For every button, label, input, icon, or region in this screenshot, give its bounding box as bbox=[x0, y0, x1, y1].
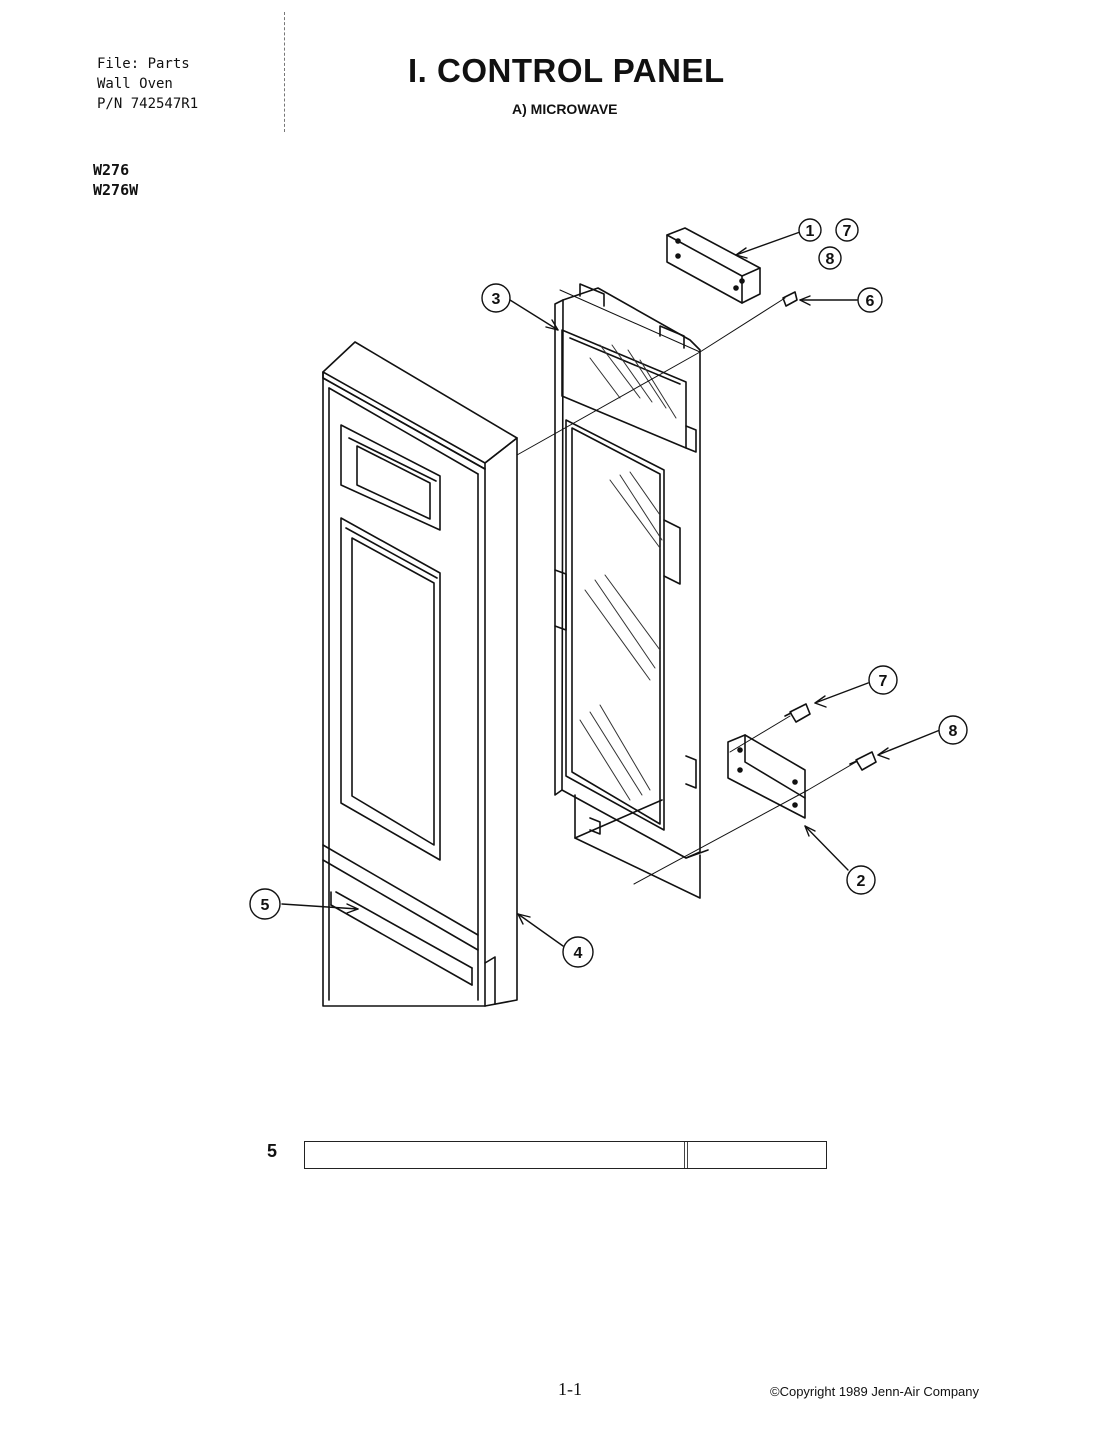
page-number: 1-1 bbox=[558, 1379, 582, 1399]
copyright-notice: ©Copyright 1989 Jenn-Air Company bbox=[770, 1384, 980, 1399]
header-divider bbox=[284, 12, 285, 132]
part-trim-strip bbox=[304, 1141, 827, 1169]
part-top-bracket bbox=[666, 227, 761, 304]
model-number: W276W bbox=[93, 181, 139, 199]
svg-text:3: 3 bbox=[492, 291, 501, 308]
callout-6: 6 bbox=[857, 287, 883, 313]
part-back-panel bbox=[554, 283, 709, 899]
svg-text:5: 5 bbox=[261, 897, 270, 914]
screw-7 bbox=[784, 703, 811, 723]
page-subtitle: A) MICROWAVE bbox=[512, 101, 618, 117]
svg-text:8: 8 bbox=[826, 251, 835, 268]
page-title: I. CONTROL PANEL bbox=[408, 52, 725, 89]
svg-text:6: 6 bbox=[866, 293, 875, 310]
file-line: P/N 742547R1 bbox=[97, 96, 199, 112]
callout-8-top: 8 bbox=[818, 246, 842, 270]
svg-text:1: 1 bbox=[806, 223, 815, 240]
callout-5: 5 bbox=[249, 888, 281, 920]
model-number: W276 bbox=[93, 161, 130, 179]
callout-7: 7 bbox=[868, 665, 898, 695]
part-bottom-bracket bbox=[727, 734, 806, 819]
model-list: W276 W276W bbox=[93, 160, 138, 200]
screw-8 bbox=[849, 751, 877, 771]
screw-6 bbox=[782, 291, 798, 307]
file-info: File: Parts Wall Oven P/N 742547R1 bbox=[97, 54, 198, 114]
assembly-guides bbox=[516, 289, 857, 885]
part-control-panel-front bbox=[322, 341, 518, 1007]
callout-4: 4 bbox=[562, 936, 594, 968]
callout-2: 2 bbox=[846, 865, 876, 895]
svg-text:8: 8 bbox=[949, 723, 958, 740]
callout-7-top: 7 bbox=[835, 218, 859, 242]
callout-1: 1 bbox=[798, 218, 822, 242]
callout-8: 8 bbox=[938, 715, 968, 745]
file-line: Wall Oven bbox=[97, 76, 173, 92]
callout-3: 3 bbox=[481, 283, 511, 313]
strip-label: 5 bbox=[267, 1141, 278, 1161]
strip-seam bbox=[684, 1142, 688, 1168]
svg-text:7: 7 bbox=[879, 673, 888, 690]
leader-lines bbox=[281, 231, 941, 947]
file-line: File: Parts bbox=[97, 56, 190, 72]
svg-text:7: 7 bbox=[843, 223, 852, 240]
svg-text:2: 2 bbox=[857, 873, 866, 890]
svg-text:4: 4 bbox=[574, 945, 583, 962]
